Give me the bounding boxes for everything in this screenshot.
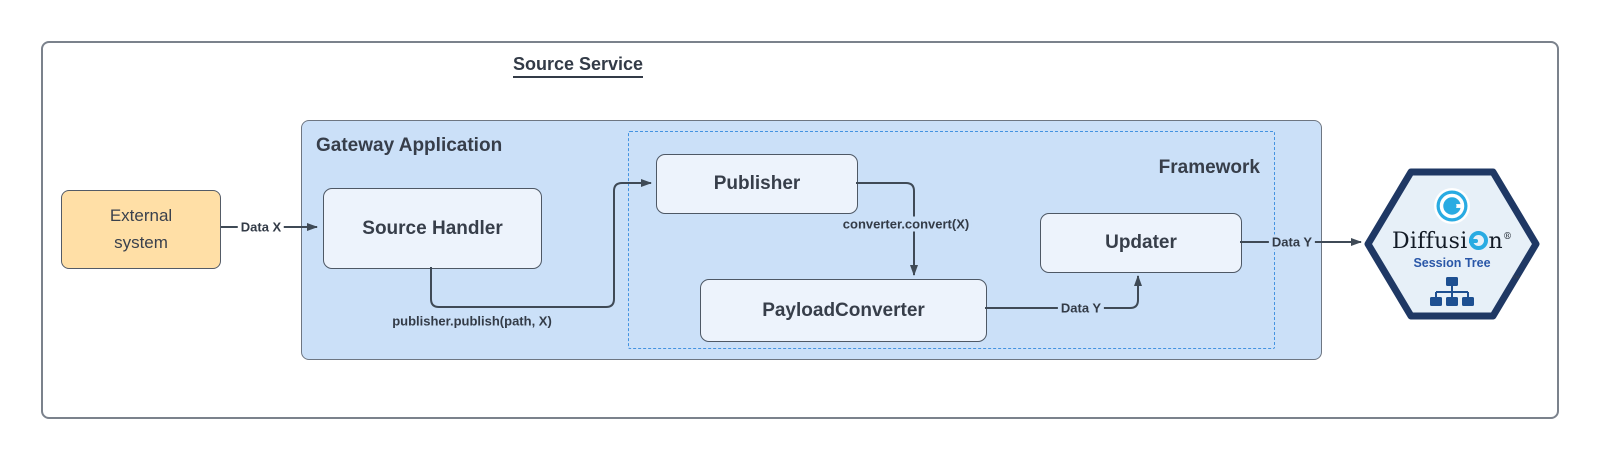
updater-node: Updater [1040,213,1242,273]
hexagon-shape [1364,168,1540,320]
external-system-label: External system [109,206,173,252]
diffusion-session-tree-node: Diffusi n® Session Tree ™ [1356,160,1548,328]
edge-label-data-y-out: Data Y [1268,234,1316,250]
framework-label: Framework [1158,157,1260,178]
diffusion-logo-icon [1434,188,1470,224]
brand-text-end: n [1488,229,1504,254]
payload-converter-label: PayloadConverter [762,299,925,321]
edge-label-converter-convert: converter.convert(X) [839,216,973,232]
brand-text-start: Diffusi [1391,229,1468,254]
gateway-application-label: Gateway Application [316,135,503,156]
page-title: Source Service [448,54,708,78]
page-title-text: Source Service [512,54,644,78]
brand-o-glyph-icon [1468,231,1488,250]
updater-label: Updater [1105,232,1177,253]
registered-mark: ® [1503,232,1513,242]
publisher-node: Publisher [656,154,858,214]
diffusion-wordmark: Diffusi n® [1356,229,1548,254]
publisher-label: Publisher [713,173,801,194]
session-tree-icon [1430,277,1474,306]
payload-converter-node: PayloadConverter [700,279,987,342]
trademark-mark: ™ [1512,274,1520,283]
session-tree-label: Session Tree [1413,256,1491,270]
edge-label-data-x: Data X [237,219,285,235]
source-handler-node: Source Handler [323,188,542,269]
edge-label-data-y-internal: Data Y [1057,300,1105,316]
source-handler-label: Source Handler [362,217,503,239]
external-system-node: External system [61,190,221,269]
edge-label-publisher-publish: publisher.publish(path, X) [389,313,555,329]
